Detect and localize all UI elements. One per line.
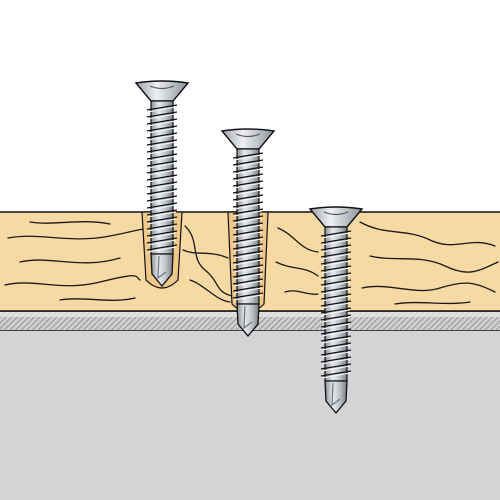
head-recess <box>323 211 349 216</box>
drill-tip <box>324 380 348 415</box>
screw-head <box>220 128 276 150</box>
screw-head <box>308 206 364 228</box>
head-recess <box>235 133 261 138</box>
screw-threads <box>146 104 178 253</box>
drill-tip <box>236 303 260 338</box>
drill-flute <box>243 305 253 330</box>
screw-2 <box>220 128 276 338</box>
drill-flute <box>331 382 341 407</box>
wood-grain <box>4 221 499 305</box>
screws-group <box>134 80 364 415</box>
head-recess <box>149 85 175 90</box>
screw-threads <box>320 230 352 379</box>
screw-head <box>134 80 190 102</box>
substrate-base <box>0 330 500 500</box>
drill-flute <box>157 255 167 280</box>
drill-tip <box>150 253 174 288</box>
screw-threads <box>232 152 264 301</box>
screw-3 <box>308 206 364 415</box>
screw-1 <box>134 80 190 289</box>
